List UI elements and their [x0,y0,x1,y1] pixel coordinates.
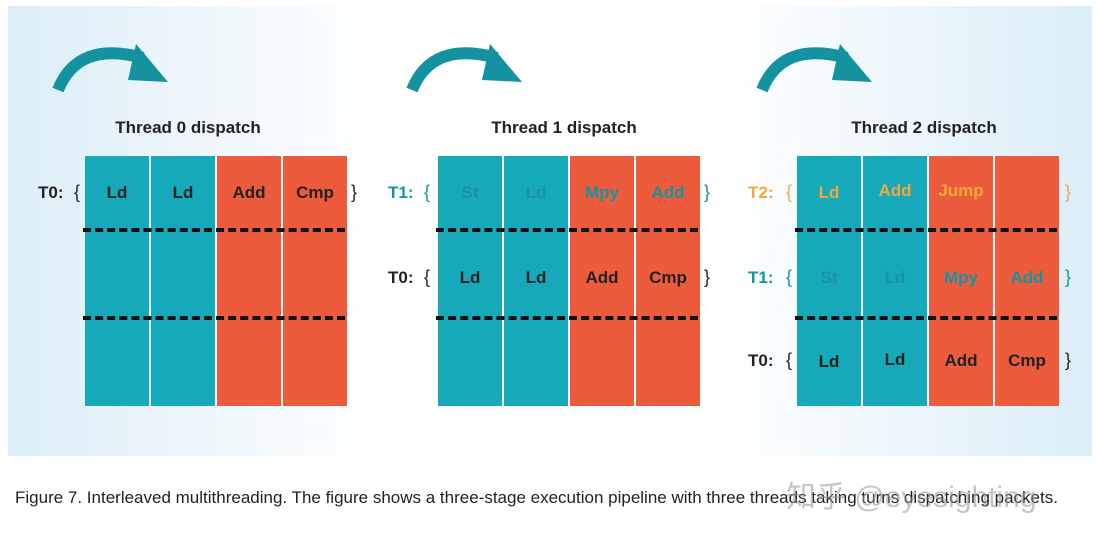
open-brace: { [786,182,793,202]
pipeline-grid: Ld Add Jump St Ld Mpy Add Ld Ld Add Cmp [795,156,1059,406]
rotate-arrow-icon [406,44,522,93]
slot-column [929,156,993,406]
instruction-cell: Cmp [296,183,334,202]
row-label: T0: [38,183,64,202]
instruction-cell: Mpy [944,268,978,287]
open-brace: { [786,350,793,370]
watermark: 知乎 @eyesighting [786,481,1037,514]
slot-column [438,156,502,406]
panel-title: Thread 1 dispatch [491,118,637,137]
slot-column [797,156,861,406]
slot-column [863,156,927,406]
panel-title: Thread 0 dispatch [115,118,261,137]
stage-divider [83,316,345,320]
thread1-panel: Thread 1 dispatch St Ld Mpy Add Ld Ld Ad… [366,6,726,456]
stage-divider [436,316,698,320]
stage-divider [795,316,1057,320]
close-brace: } [351,182,358,202]
row-label: T0: [388,268,414,287]
panel-title: Thread 2 dispatch [851,118,997,137]
instruction-cell: Ld [884,268,906,287]
open-brace: { [786,267,793,287]
close-brace: } [1065,350,1072,370]
slot-column [995,156,1059,406]
slot-column [570,156,634,406]
instruction-cell: Ld [525,268,547,287]
rotate-arrow-icon [756,44,872,93]
figure-caption: Figure 7. Interleaved multithreading. Th… [15,488,1058,507]
rotate-arrow-icon [52,44,168,93]
row-label: T2: [748,183,774,202]
instruction-cell: Cmp [649,268,687,287]
instruction-cell: Jump [938,181,984,200]
instruction-cell: Add [1010,268,1044,287]
slot-column [504,156,568,406]
instruction-cell: Add [585,268,619,287]
close-brace: } [704,267,711,287]
instruction-cell: Add [944,351,978,370]
row-label: T1: [748,268,774,287]
pipeline-grid: St Ld Mpy Add Ld Ld Add Cmp [436,156,700,406]
stage-divider [83,228,345,232]
instruction-cell: Ld [884,350,906,369]
instruction-cell: St [820,268,838,287]
slot-column [636,156,700,406]
slot-column [217,156,281,406]
instruction-cell: Ld [525,183,547,202]
instruction-cell: Cmp [1008,351,1046,370]
instruction-cell: Mpy [585,183,619,202]
instruction-cell: Ld [459,268,481,287]
close-brace: } [1065,182,1072,202]
open-brace: { [74,182,81,202]
instruction-cell: Ld [172,183,194,202]
close-brace: } [1065,267,1072,287]
instruction-cell: Ld [818,183,840,202]
slot-column [85,156,149,406]
slot-column [151,156,215,406]
instruction-cell: Add [878,181,912,200]
row-label: T0: [748,351,774,370]
open-brace: { [424,182,431,202]
instruction-cell: St [461,183,479,202]
close-brace: } [704,182,711,202]
stage-divider [436,228,698,232]
thread0-panel: Thread 0 dispatch Ld Ld Add Cmp T0: { } [8,6,368,456]
pipeline-grid: Ld Ld Add Cmp [83,156,347,406]
instruction-cell: Add [232,183,266,202]
open-brace: { [424,267,431,287]
slot-column [283,156,347,406]
instruction-cell: Ld [106,183,128,202]
stage-divider [795,228,1057,232]
instruction-cell: Add [651,183,685,202]
figure-panel: Thread 0 dispatch Ld Ld Add Cmp T0: { } … [8,6,1092,456]
row-label: T1: [388,183,414,202]
instruction-cell: Ld [818,352,840,371]
thread2-panel: Thread 2 dispatch Ld Add Jump St Ld Mpy … [724,6,1084,456]
